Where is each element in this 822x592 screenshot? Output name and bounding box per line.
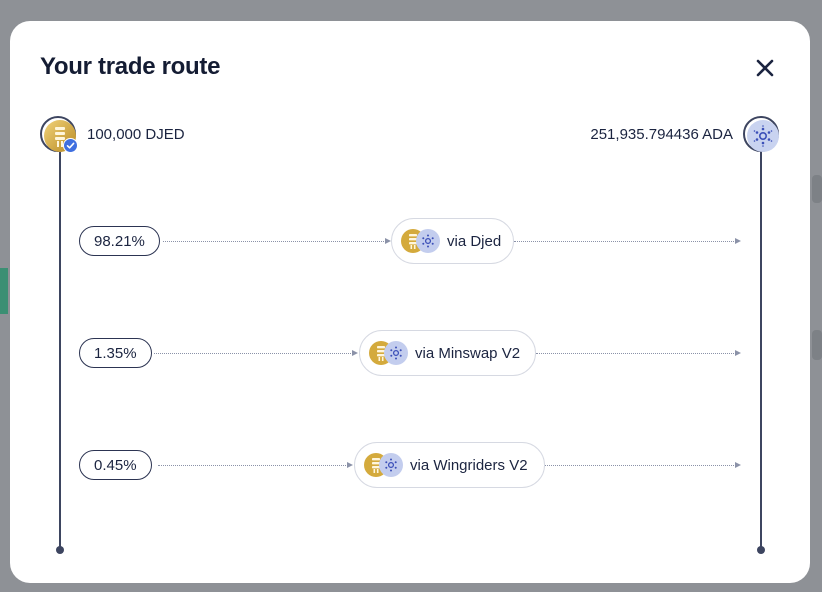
- route-connector: [536, 353, 736, 354]
- close-icon: [755, 58, 775, 83]
- arrow-right-icon: [735, 238, 741, 244]
- destination-amount: 251,935.794436 ADA: [590, 126, 733, 143]
- backdrop-shape: [812, 330, 822, 360]
- route-percent-badge: 1.35%: [79, 338, 152, 368]
- route-source-pill[interactable]: via Djed: [391, 218, 514, 264]
- djed-token-icon: [40, 116, 76, 152]
- trade-route-modal: Your trade route: [10, 21, 810, 583]
- route-source-label: via Minswap V2: [415, 344, 521, 362]
- ada-token-icon: [379, 453, 403, 477]
- arrow-right-icon: [735, 462, 741, 468]
- route-connector: [514, 241, 736, 242]
- source-amount: 100,000 DJED: [87, 126, 185, 143]
- route-connector: [163, 241, 386, 242]
- route-connector: [158, 465, 348, 466]
- route-percent-badge: 0.45%: [79, 450, 152, 480]
- verified-check-icon: [63, 138, 78, 153]
- route-source-label: via Wingriders V2: [410, 456, 528, 474]
- destination-line-end-dot: [757, 546, 765, 554]
- arrow-right-icon: [385, 238, 391, 244]
- route-connector: [154, 353, 353, 354]
- route-source-pill[interactable]: via Minswap V2: [359, 330, 536, 376]
- token-pair-icon: [401, 229, 441, 253]
- token-pair-icon: [369, 341, 409, 365]
- backdrop-shape: [812, 175, 822, 203]
- route-source-pill[interactable]: via Wingriders V2: [354, 442, 545, 488]
- source-route-line: [59, 152, 61, 548]
- route-source-label: via Djed: [447, 232, 502, 250]
- close-button[interactable]: [750, 55, 780, 85]
- ada-token-icon: [416, 229, 440, 253]
- backdrop-shape: [0, 268, 8, 314]
- arrow-right-icon: [735, 350, 741, 356]
- route-percent-badge: 98.21%: [79, 226, 160, 256]
- arrow-right-icon: [347, 462, 353, 468]
- ada-token-icon: [384, 341, 408, 365]
- destination-route-line: [760, 152, 762, 548]
- ada-token-icon: [743, 116, 779, 152]
- source-line-end-dot: [56, 546, 64, 554]
- arrow-right-icon: [352, 350, 358, 356]
- token-pair-icon: [364, 453, 404, 477]
- modal-title: Your trade route: [40, 53, 221, 80]
- route-connector: [545, 465, 736, 466]
